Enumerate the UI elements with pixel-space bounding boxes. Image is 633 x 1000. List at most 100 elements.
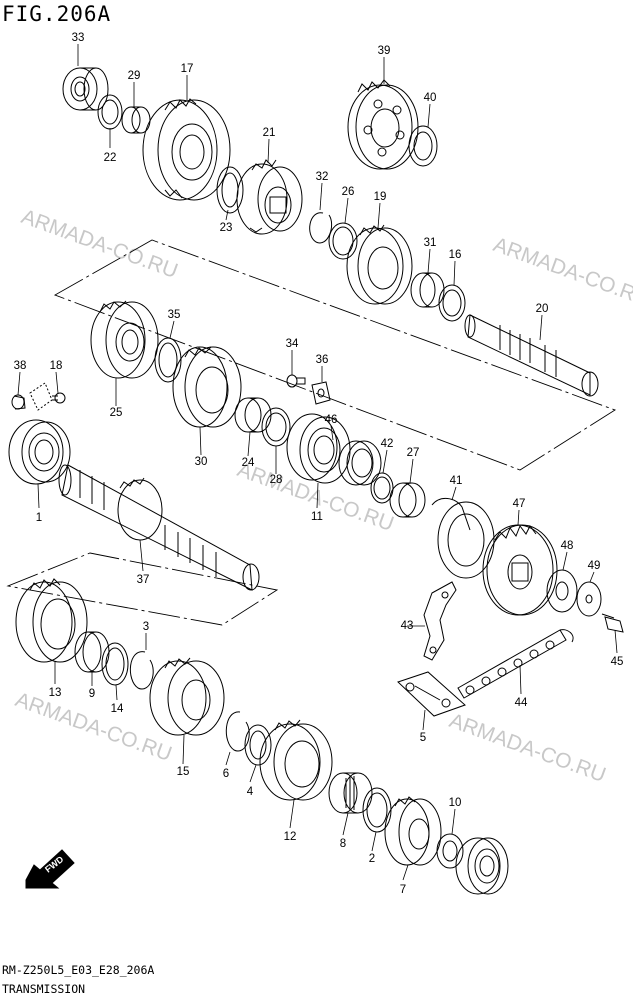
leader-line (382, 449, 388, 474)
part-6-washer[interactable] (244, 724, 272, 766)
callout-number-1[interactable]: 1 (36, 512, 42, 524)
part-38-bolt[interactable] (29, 382, 66, 411)
watermark: ARMADA-CO.RU (18, 205, 180, 283)
part-2-gear[interactable] (384, 796, 442, 866)
callout-number-26[interactable]: 26 (342, 186, 355, 198)
callout-number-30[interactable]: 30 (195, 456, 208, 468)
callout-number-38[interactable]: 38 (14, 360, 27, 372)
part-49-bolt[interactable] (601, 613, 624, 633)
callout-number-49[interactable]: 49 (588, 560, 601, 572)
callout-number-15[interactable]: 15 (177, 766, 190, 778)
callout-number-12[interactable]: 12 (284, 831, 297, 843)
part-33-bearing[interactable] (62, 67, 109, 111)
callout-number-29[interactable]: 29 (128, 70, 141, 82)
callout-number-34[interactable]: 34 (286, 338, 299, 350)
part-21-gear[interactable] (236, 159, 303, 235)
callout-number-36[interactable]: 36 (316, 354, 329, 366)
callout-number-8[interactable]: 8 (340, 838, 346, 850)
part-7-washer[interactable] (436, 833, 464, 869)
part-14-circlip[interactable] (129, 651, 154, 690)
part-37-guide[interactable] (431, 498, 495, 579)
callout-number-41[interactable]: 41 (450, 475, 463, 487)
part-9-washer[interactable] (101, 642, 129, 686)
callout-number-23[interactable]: 23 (220, 222, 233, 234)
callout-number-35[interactable]: 35 (168, 309, 181, 321)
callout-number-20[interactable]: 20 (536, 303, 549, 315)
part-24-washer[interactable] (261, 407, 291, 447)
part-39-gear[interactable] (347, 79, 419, 170)
callout-number-45[interactable]: 45 (611, 656, 624, 668)
part-5-gear[interactable] (15, 578, 88, 663)
part-11-bearing[interactable] (8, 419, 71, 485)
callout-number-9[interactable]: 9 (89, 688, 95, 700)
part-36-clip[interactable] (11, 394, 26, 410)
part-10-bearing[interactable] (455, 837, 509, 895)
part-1-driveshaft[interactable] (58, 464, 260, 591)
callout-number-13[interactable]: 13 (49, 687, 62, 699)
callout-number-48[interactable]: 48 (561, 540, 574, 552)
callout-number-44[interactable]: 44 (515, 697, 528, 709)
callout-number-40[interactable]: 40 (424, 92, 437, 104)
part-17-gear[interactable] (142, 98, 231, 201)
callout-number-47[interactable]: 47 (513, 498, 526, 510)
part-45-bracket[interactable] (423, 581, 457, 661)
callout-number-32[interactable]: 32 (316, 171, 329, 183)
callout-number-6[interactable]: 6 (223, 768, 229, 780)
part-47-washer[interactable] (546, 569, 578, 613)
part-44-joint[interactable] (397, 671, 466, 717)
callout-number-39[interactable]: 39 (378, 45, 391, 57)
part-15-circlip[interactable] (225, 711, 250, 752)
part-26-washer-lower[interactable] (438, 284, 466, 322)
callout-number-46[interactable]: 46 (325, 414, 338, 426)
part-12-needle-bearing[interactable] (328, 772, 373, 814)
part-48-washer[interactable] (576, 581, 602, 617)
callout-number-11[interactable]: 11 (311, 511, 323, 523)
part-32-circlip[interactable] (309, 212, 333, 244)
callout-number-7[interactable]: 7 (400, 884, 406, 896)
callout-number-17[interactable]: 17 (181, 63, 194, 75)
callout-number-18[interactable]: 18 (50, 360, 63, 372)
part-26-washer-upper[interactable] (328, 222, 358, 260)
part-16-countershaft[interactable] (464, 314, 599, 397)
part-3-gear[interactable] (149, 657, 225, 736)
part-42-spacer[interactable] (389, 482, 426, 518)
callout-number-5[interactable]: 5 (420, 732, 426, 744)
callout-number-16[interactable]: 16 (449, 249, 462, 261)
callout-number-21[interactable]: 21 (263, 127, 276, 139)
callout-number-2[interactable]: 2 (369, 853, 375, 865)
callout-number-24[interactable]: 24 (242, 457, 255, 469)
callout-number-42[interactable]: 42 (381, 438, 394, 450)
callout-number-4[interactable]: 4 (247, 786, 254, 798)
part-4-gear[interactable] (259, 719, 333, 801)
callout-number-27[interactable]: 27 (407, 447, 420, 459)
callout-number-37[interactable]: 37 (137, 574, 150, 586)
callout-number-14[interactable]: 14 (111, 703, 124, 715)
callout-number-3[interactable]: 3 (143, 621, 149, 633)
callout-number-43[interactable]: 43 (401, 620, 414, 632)
part-34-plate[interactable] (311, 381, 331, 405)
leader-line (562, 551, 568, 571)
callout-number-19[interactable]: 19 (374, 191, 387, 203)
part-22-washer[interactable] (97, 94, 123, 130)
part-23-washer[interactable] (216, 166, 244, 214)
part-35-screw[interactable] (286, 374, 306, 388)
callout-number-25[interactable]: 25 (110, 407, 123, 419)
part-28-seal[interactable] (338, 440, 382, 486)
callout-number-10[interactable]: 10 (449, 797, 462, 809)
part-40-washer[interactable] (408, 125, 438, 167)
part-43-chain[interactable] (457, 629, 574, 699)
part-20-gear[interactable] (90, 300, 159, 379)
callout-number-22[interactable]: 22 (104, 152, 117, 164)
part-41-sprocket[interactable] (482, 524, 558, 616)
part-25-washer[interactable] (154, 337, 182, 383)
part-31-bushing[interactable] (410, 272, 445, 308)
part-19-gear[interactable] (346, 224, 413, 305)
callout-number-31[interactable]: 31 (424, 237, 437, 249)
callout-number-28[interactable]: 28 (270, 474, 283, 486)
part-18-gear[interactable] (172, 346, 242, 428)
part-30-bushing[interactable] (234, 397, 272, 433)
part-46-o-ring[interactable] (370, 472, 394, 504)
callout-number-33[interactable]: 33 (72, 32, 85, 44)
part-8-washer[interactable] (362, 787, 392, 833)
